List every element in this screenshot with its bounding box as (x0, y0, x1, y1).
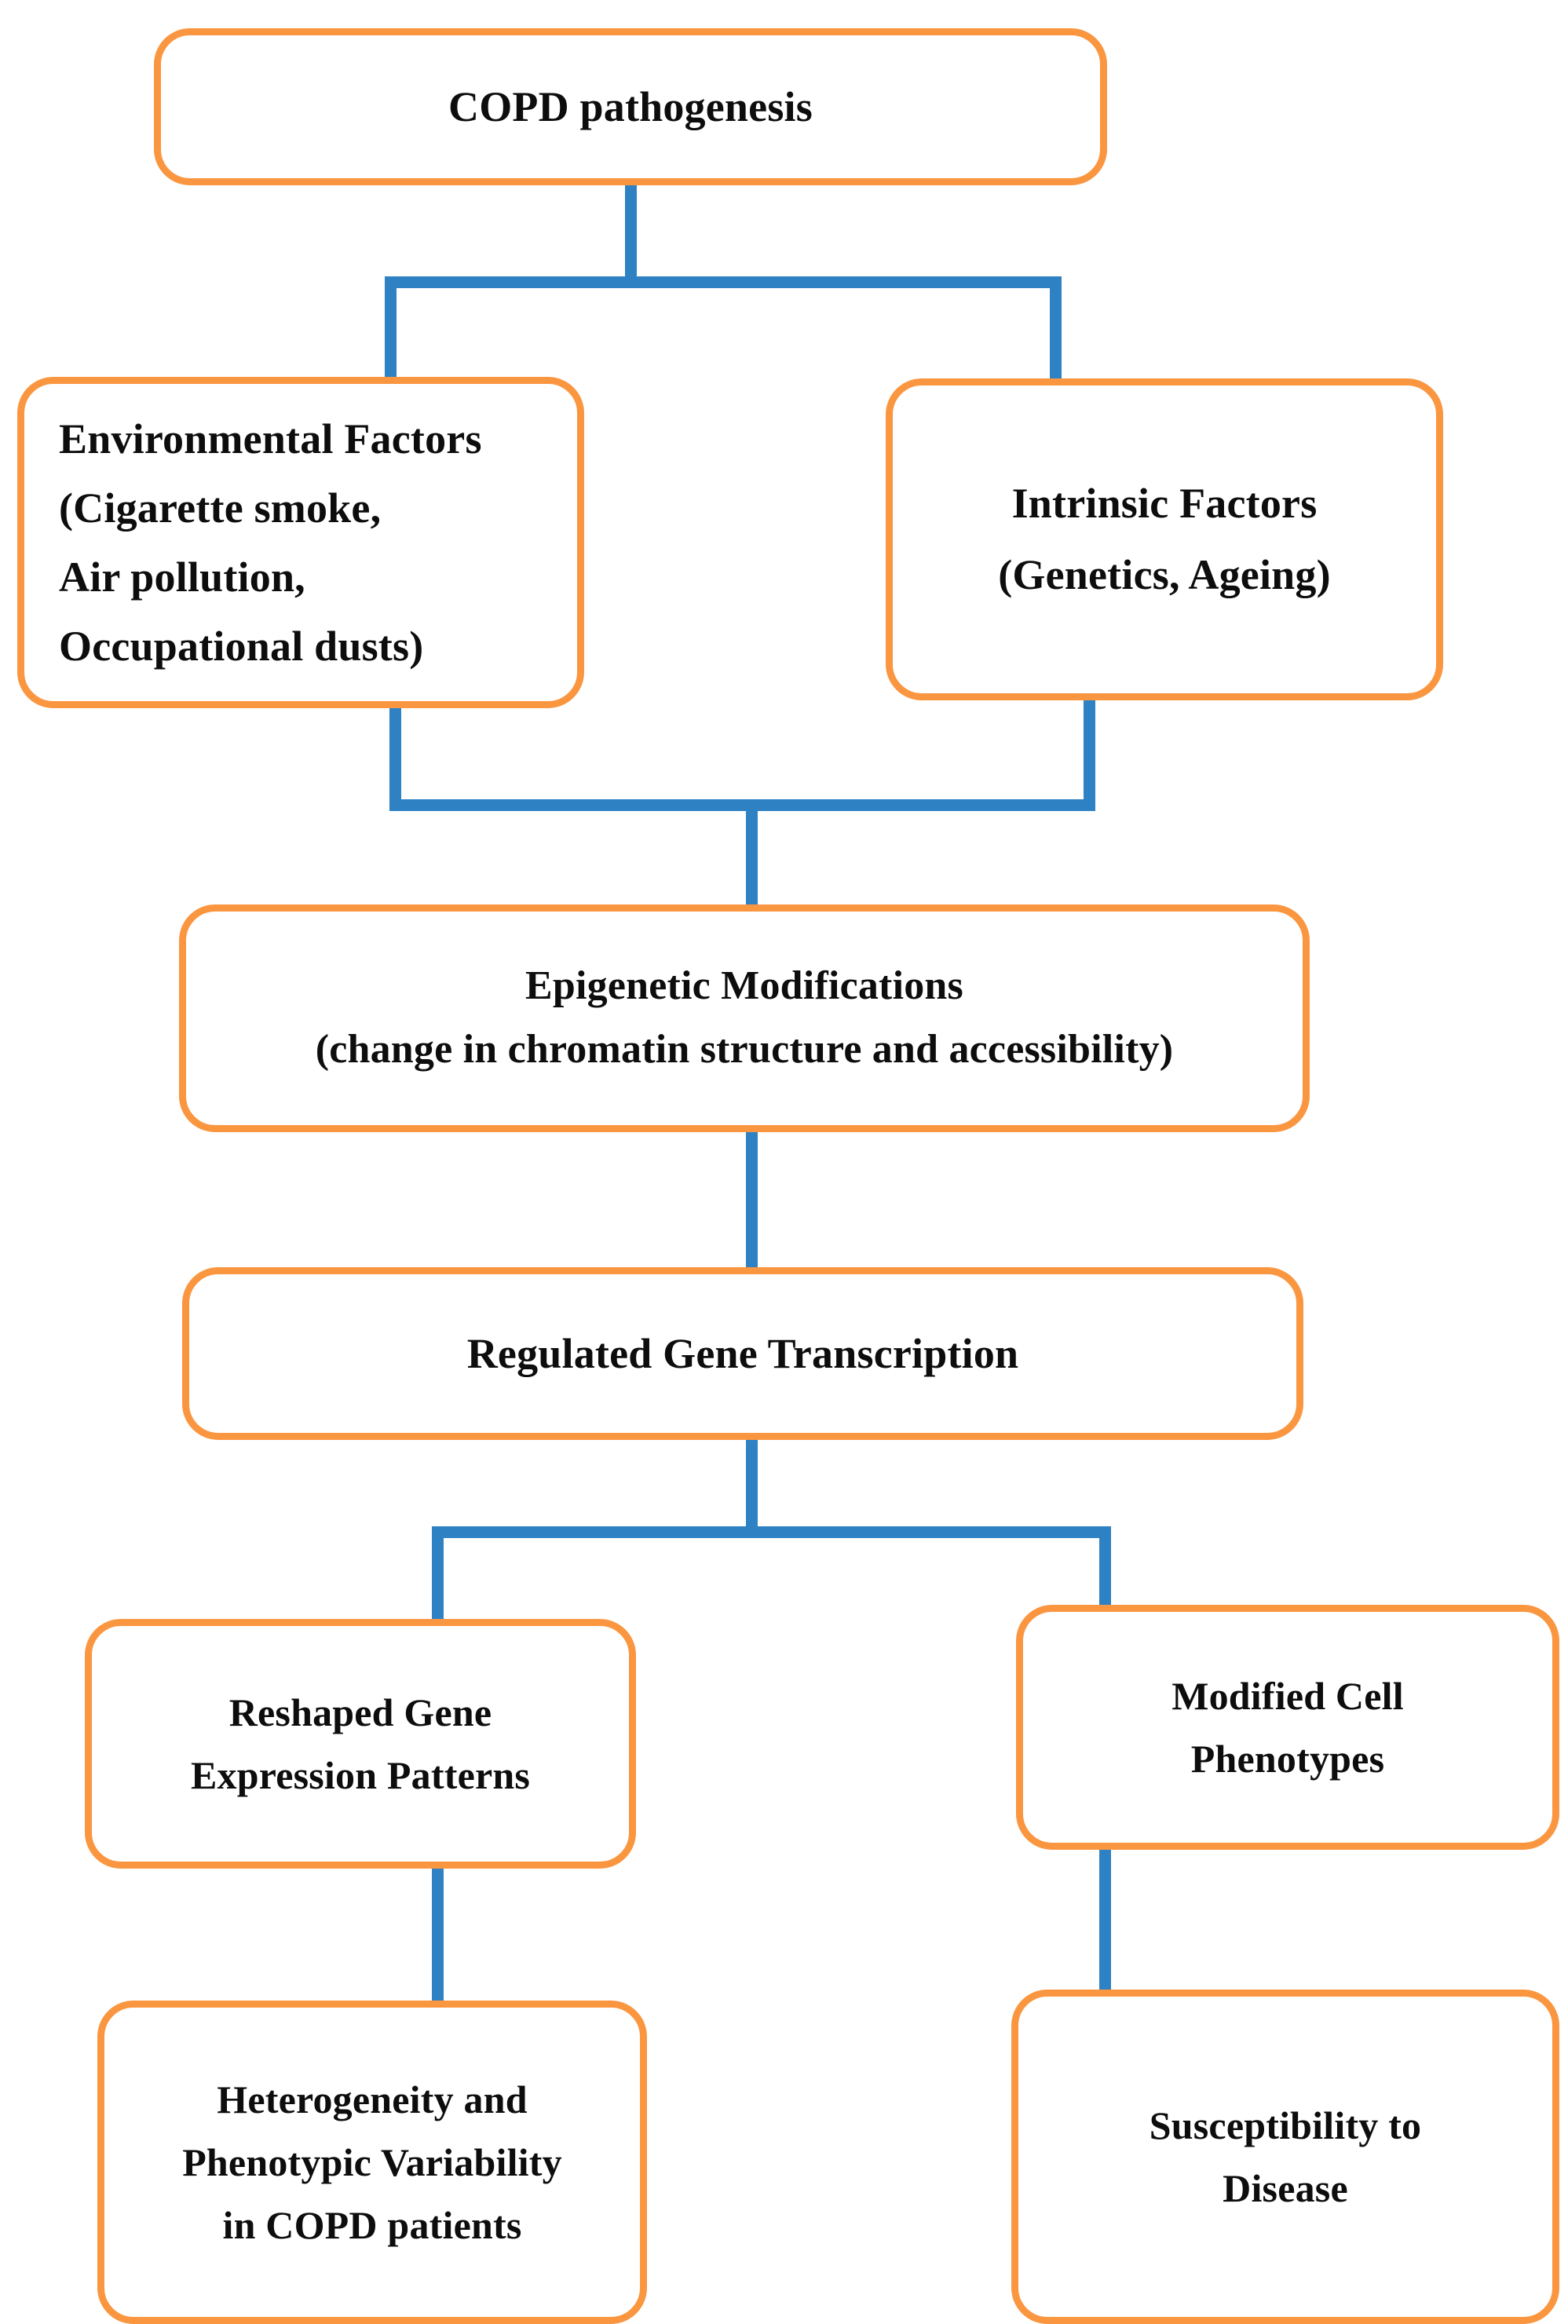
node-label-intrinsic-factors: Intrinsic Factors (Genetics, Ageing) (998, 480, 1331, 598)
connector-split-bar-top (385, 276, 1062, 288)
connector-copd-to-split (625, 181, 637, 283)
node-intrinsic-factors[interactable]: Intrinsic Factors (Genetics, Ageing) (886, 378, 1443, 700)
connector-to-modified-cell (1099, 1526, 1111, 1614)
node-label-regulated-gene-transcription: Regulated Gene Transcription (466, 1329, 1019, 1377)
connector-to-environmental-factors (385, 276, 397, 383)
node-label-heterogeneity-phenotypic-variability: Heterogeneity and Phenotypic Variability… (182, 2077, 562, 2247)
node-susceptibility-to-disease[interactable]: Susceptibility to Disease (1011, 1990, 1559, 2324)
node-label-modified-cell-phenotypes: Modified Cell Phenotypes (1171, 1674, 1404, 1781)
connector-to-reshaped-gene (432, 1526, 444, 1627)
connector-modified-to-susceptibility (1099, 1843, 1111, 1996)
node-label-environmental-factors: Environmental Factors (Cigarette smoke, … (59, 415, 482, 671)
connector-regulated-to-split (746, 1434, 758, 1534)
connector-environmental-to-merge (389, 700, 401, 810)
node-heterogeneity-phenotypic-variability[interactable]: Heterogeneity and Phenotypic Variability… (97, 2001, 647, 2324)
node-reshaped-gene-expression-patterns[interactable]: Reshaped Gene Expression Patterns (85, 1619, 636, 1869)
node-copd-pathogenesis[interactable]: COPD pathogenesis (154, 28, 1107, 185)
node-environmental-factors[interactable]: Environmental Factors (Cigarette smoke, … (17, 377, 584, 708)
connector-split-bar-bottom (432, 1526, 1111, 1538)
node-regulated-gene-transcription[interactable]: Regulated Gene Transcription (182, 1267, 1303, 1440)
node-modified-cell-phenotypes[interactable]: Modified Cell Phenotypes (1016, 1605, 1559, 1850)
node-epigenetic-modifications[interactable]: Epigenetic Modifications (change in chro… (179, 904, 1310, 1132)
node-label-copd-pathogenesis: COPD pathogenesis (448, 82, 813, 130)
connector-merge-bar (389, 799, 1095, 811)
connector-reshaped-to-heterogeneity (432, 1862, 444, 2007)
connector-merge-to-epigenetic (746, 799, 758, 912)
connector-to-intrinsic-factors (1050, 276, 1062, 383)
node-label-epigenetic-modifications: Epigenetic Modifications (change in chro… (315, 963, 1174, 1072)
node-label-susceptibility-to-disease: Susceptibility to Disease (1149, 2103, 1422, 2210)
connector-intrinsic-to-merge (1084, 699, 1095, 810)
node-label-reshaped-gene-expression-patterns: Reshaped Gene Expression Patterns (190, 1690, 531, 1797)
connector-epigenetic-to-regulated (746, 1126, 758, 1275)
